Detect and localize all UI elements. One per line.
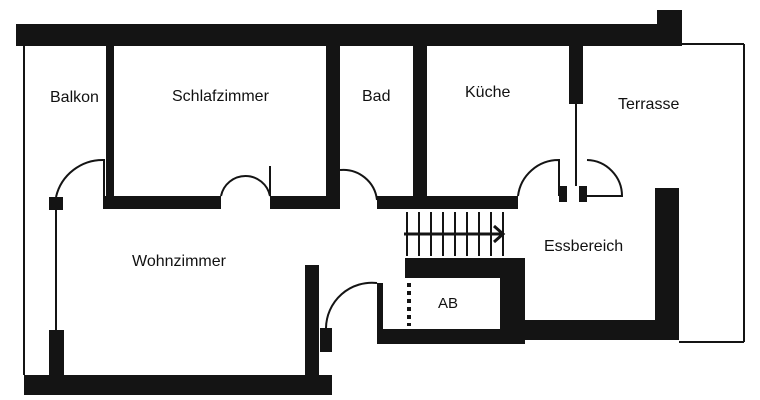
room-label-essbereich: Essbereich <box>544 238 623 255</box>
staircase-icon <box>404 212 506 256</box>
ess-right-wall <box>655 188 679 340</box>
door-swing-icon <box>325 281 378 329</box>
left-door-jamb <box>49 197 63 210</box>
ab-bottom-wall <box>377 329 525 344</box>
ab-top-wall <box>405 258 525 278</box>
door-swing-icon <box>339 168 378 201</box>
wohn-inner-wall <box>305 265 319 375</box>
room-label-ab: AB <box>438 295 458 312</box>
room-label-bad: Bad <box>362 88 390 105</box>
top-wall <box>16 24 682 46</box>
top-right-notch <box>657 10 682 24</box>
left-lower-wall <box>49 330 64 375</box>
room-label-terrasse: Terrasse <box>618 96 679 113</box>
room-label-schlafzimmer: Schlafzimmer <box>172 88 270 105</box>
kueche-terrasse-divider <box>569 46 583 104</box>
kueche-door-jamb-left <box>559 186 567 202</box>
hall-wall-top <box>377 196 518 209</box>
ab-right-wall <box>500 258 525 340</box>
walls <box>16 10 682 395</box>
door-swings <box>55 158 624 329</box>
kueche-door-jamb-right <box>579 186 587 202</box>
bottom-wall <box>24 375 332 395</box>
hall-left-wall <box>377 283 383 344</box>
bedroom-bad-divider <box>326 46 340 196</box>
door-swing-icon <box>55 158 105 198</box>
bedroom-bottom-wall-right <box>270 196 340 209</box>
door-swing-icon <box>586 159 624 197</box>
room-label-kueche: Küche <box>465 84 510 101</box>
door-swing-icon <box>517 158 560 197</box>
wohn-door-jamb <box>320 328 332 352</box>
bad-kueche-divider <box>413 46 427 196</box>
room-label-wohnzimmer: Wohnzimmer <box>132 253 227 270</box>
bedroom-bottom-wall-left <box>103 196 221 209</box>
ess-bottom-wall <box>520 320 679 340</box>
room-label-balkon: Balkon <box>50 89 99 106</box>
bedroom-left-wall <box>106 46 114 196</box>
door-swing-icon <box>220 166 271 197</box>
room-labels: Balkon Schlafzimmer Bad Küche Terrasse W… <box>50 84 679 312</box>
thin-walls <box>23 43 745 375</box>
